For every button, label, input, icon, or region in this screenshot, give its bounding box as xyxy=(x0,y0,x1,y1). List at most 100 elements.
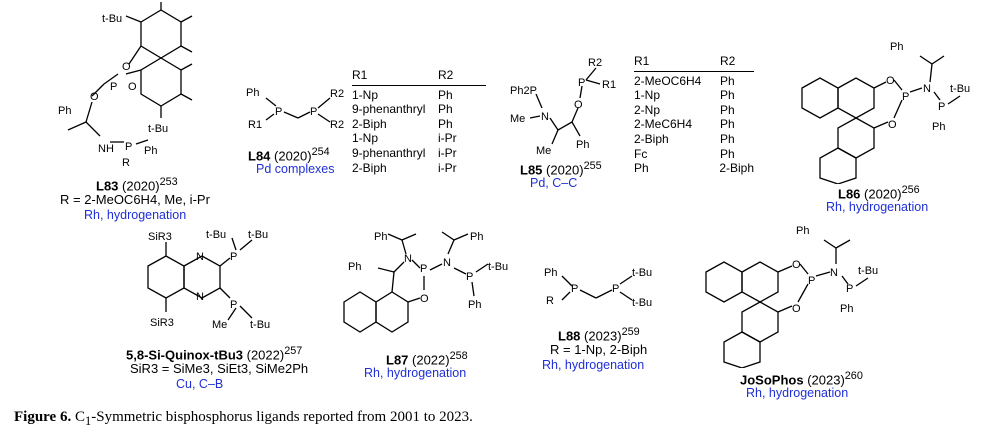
table-cell: 2-Biph xyxy=(352,160,387,175)
l88-p2: P xyxy=(612,283,619,295)
quinox-r-definition: SiR3 = SiMe3, SiEt3, SiMe2Ph xyxy=(130,361,309,376)
l87-year: (2022) xyxy=(408,352,450,368)
l85-o: O xyxy=(574,99,583,111)
l87-structure: Ph Ph Ph N P N O P t-Bu Ph xyxy=(343,231,508,333)
l84-p2: P xyxy=(310,106,317,118)
l83-o2: O xyxy=(128,81,137,93)
l87-label: L87 (2022)258 xyxy=(386,350,468,367)
caption-label: Figure 6. xyxy=(14,409,72,425)
l86-structure: Ph O P O N P t-Bu Ph xyxy=(801,41,970,184)
l84-r2b: R2 xyxy=(330,119,344,131)
l85-header-r2: R2 xyxy=(720,54,736,68)
l85-table-header: R1 R2 xyxy=(634,54,754,72)
l83-o1: O xyxy=(122,61,131,73)
l88-tbu2: t-Bu xyxy=(632,297,652,309)
l85-me: Me xyxy=(536,145,551,156)
l84-r1: R1 xyxy=(248,119,262,131)
table-cell: 1-Np xyxy=(352,87,379,102)
l84-ref: 254 xyxy=(311,146,330,158)
l86-ph-top: Ph xyxy=(890,41,903,53)
quinox-structure: SiR3 SiR3 N N t-Bu t-Bu P P Me t-Bu xyxy=(147,229,270,331)
caption-pre: C xyxy=(71,409,85,425)
l86-o1: O xyxy=(886,75,895,87)
l87-p2: P xyxy=(466,271,473,283)
table-cell: Ph xyxy=(634,161,649,176)
l86-ph: Ph xyxy=(932,121,945,133)
l85-header-r1: R1 xyxy=(634,54,650,68)
josophos-p1: P xyxy=(808,275,815,287)
quinox-sir3-top: SiR3 xyxy=(148,231,172,243)
josophos-ref: 260 xyxy=(844,370,863,382)
l83-name: L83 xyxy=(96,178,119,194)
table-row: Ph 2-Biph xyxy=(634,161,754,176)
quinox-n1: N xyxy=(196,251,204,263)
table-cell: Ph xyxy=(720,117,735,132)
l86-p2: P xyxy=(938,101,945,113)
l88-r-definition: R = 1-Np, 2-Biph xyxy=(550,342,648,357)
quinox-tbu1: t-Bu xyxy=(206,229,226,241)
table-cell: Ph xyxy=(720,131,735,146)
l84-application: Pd complexes xyxy=(256,162,335,176)
l87-tbu: t-Bu xyxy=(488,261,508,273)
l87-ph1: Ph xyxy=(374,231,387,243)
l87-application: Rh, hydrogenation xyxy=(364,366,467,380)
table-cell: Ph xyxy=(720,102,735,117)
table-cell: 2-Np xyxy=(634,102,661,117)
l83-nh: NH xyxy=(98,143,114,155)
table-cell: 2-Biph xyxy=(352,116,387,131)
josophos-ph: Ph xyxy=(840,303,853,315)
l87-ph2: Ph xyxy=(470,231,483,243)
l85-me-n: Me xyxy=(510,113,525,125)
l86-ref: 256 xyxy=(901,184,920,196)
josophos-p2: P xyxy=(846,283,853,295)
l83-year: (2020) xyxy=(118,178,160,194)
l87-ref: 258 xyxy=(449,350,468,362)
quinox-sir3-bottom: SiR3 xyxy=(150,317,174,329)
table-cell: Ph xyxy=(720,146,735,161)
l85-label: L85 (2020)255 xyxy=(520,160,602,177)
l88-p1: P xyxy=(571,283,578,295)
table-cell: i-Pr xyxy=(438,145,457,160)
table-row: 9-phenanthryl i-Pr xyxy=(352,146,486,161)
l86-p1: P xyxy=(902,91,909,103)
l88-tbu1: t-Bu xyxy=(632,267,652,279)
quinox-p1: P xyxy=(230,251,237,263)
table-row: Fc Ph xyxy=(634,147,754,162)
quinox-application: Cu, C–B xyxy=(176,377,224,391)
l83-p2: P xyxy=(125,141,132,153)
l88-ph: Ph xyxy=(544,267,557,279)
table-cell: Fc xyxy=(634,146,648,161)
l88-application: Rh, hydrogenation xyxy=(542,358,645,372)
l87-n1: N xyxy=(404,253,412,265)
josophos-ph-top: Ph xyxy=(796,225,809,237)
table-cell: 9-phenanthryl xyxy=(352,145,426,160)
l85-r1: R1 xyxy=(602,79,616,91)
l87-ph3: Ph xyxy=(348,261,361,273)
l87-n2: N xyxy=(443,257,451,269)
l86-name: L86 xyxy=(838,186,861,202)
l83-structure: t-Bu O P O O Ph t-Bu NH P Ph R xyxy=(58,2,193,169)
l88-structure: Ph R P P t-Bu t-Bu xyxy=(544,267,652,309)
table-cell: 2-Biph xyxy=(719,161,754,176)
quinox-p2: P xyxy=(230,299,237,311)
l84-r2a: R2 xyxy=(330,88,344,100)
l88-r: R xyxy=(546,295,554,307)
l84-p1: P xyxy=(275,106,282,118)
caption-post: -Symmetric bisphosphorus ligands reporte… xyxy=(91,409,473,425)
l85-year: (2020) xyxy=(542,162,584,178)
josophos-n: N xyxy=(830,267,838,279)
l86-year: (2020) xyxy=(860,186,902,202)
quinox-label: 5,8-Si-Quinox-tBu3 (2022)257 xyxy=(126,345,302,362)
l84-structure: Ph R1 P P R2 R2 xyxy=(246,87,344,131)
josophos-application: Rh, hydrogenation xyxy=(746,386,849,400)
josophos-year: (2023) xyxy=(803,372,845,388)
l88-year: (2023) xyxy=(580,328,622,344)
